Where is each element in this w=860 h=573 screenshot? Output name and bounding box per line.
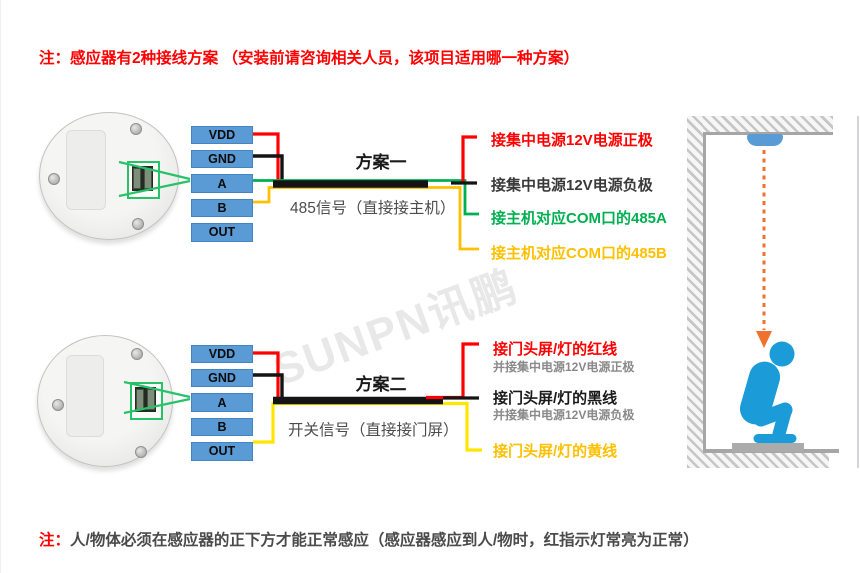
ceiling-inner-line (703, 132, 833, 135)
pin-gnd: GND (191, 149, 253, 169)
screw-icon (132, 218, 144, 230)
scheme2-wire-label-yellow: 接门头屏/灯的黄线 (493, 443, 618, 460)
wire-red-riser-1 (461, 135, 477, 182)
screw-icon (135, 446, 147, 458)
scheme1-title: 方案一 (355, 153, 407, 172)
sensor-recess (66, 130, 106, 210)
wire-red-riser-2 (426, 342, 479, 400)
connector-socket (135, 387, 156, 412)
wire-gnd-black-1 (253, 154, 284, 182)
pin-b: B (191, 417, 253, 437)
pin-a: A (191, 174, 253, 193)
pin-b: B (191, 198, 253, 218)
scheme2-wire-sublabel-black: 并接集中电源12V电源负极 (493, 408, 635, 422)
sensor-photo-1 (39, 112, 179, 240)
connector-highlight-box (127, 161, 160, 199)
scheme1-wire-label-485a: 接主机对应COM口的485A (491, 210, 667, 227)
scheme1-wire-label-485b: 接主机对应COM口的485B (491, 245, 667, 262)
top-note: 注：感应器有2种接线方案 （安装前请咨询相关人员，该项目适用哪一种方案） (39, 46, 579, 68)
pin-out: OUT (191, 223, 253, 242)
wire-vdd-red-1 (253, 132, 280, 180)
scheme1-cable-label: 485信号（直接接主机） (290, 200, 456, 217)
scheme1-wire-label-red: 接集中电源12V电源正极 (491, 132, 653, 149)
pin-header-1: VDD GND A B OUT (191, 125, 253, 242)
scheme2-wire-label-black: 接门头屏/灯的黑线 (493, 390, 618, 407)
top-note-prefix: 注： (39, 50, 71, 67)
pin-a: A (191, 393, 253, 412)
connector-socket (132, 166, 153, 191)
pin-header-2: VDD GND A B OUT (191, 344, 253, 461)
ceiling-hatch (687, 116, 833, 132)
bottom-note-text: 人/物体必须在感应器的正下方才能正常感应（感应器感应到人/物时，红指示灯常亮为正… (70, 532, 699, 549)
screw-icon (52, 399, 64, 411)
floor-inner-line (703, 449, 839, 453)
connector-highlight-box (130, 382, 163, 420)
left-wall-hatch (687, 116, 703, 468)
top-note-text: 感应器有2种接线方案 （安装前请咨询相关人员，该项目适用哪一种方案） (70, 50, 579, 67)
sensor-recess (66, 355, 104, 437)
screw-icon (130, 123, 142, 135)
bottom-note: 注：人/物体必须在感应器的正下方才能正常感应（感应器感应到人/物时，红指示灯常亮… (39, 528, 699, 550)
pin-out: OUT (191, 442, 253, 461)
pin-vdd: VDD (191, 344, 253, 364)
beam-arrowhead-icon (756, 331, 772, 348)
ceiling-sensor-icon (747, 134, 783, 146)
sensor-photo-2 (37, 335, 173, 467)
scheme2-wire-sublabel-red: 并接集中电源12V电源正极 (493, 360, 635, 374)
floor-hatch (687, 453, 829, 468)
scheme2-cable-label: 开关信号（直接接门屏） (288, 422, 459, 439)
wall-inner-line (703, 132, 706, 453)
scheme1-wire-label-black: 接集中电源12V电源负极 (491, 177, 653, 194)
scheme2-wire-label-red: 接门头屏/灯的红线 (493, 341, 618, 358)
person-figure (739, 341, 797, 443)
right-divider-line (857, 116, 859, 468)
screw-icon (48, 173, 60, 185)
screw-icon (131, 348, 143, 360)
scheme2-title: 方案二 (355, 375, 407, 394)
pin-vdd: VDD (191, 125, 253, 145)
pin-gnd: GND (191, 368, 253, 388)
bottom-note-prefix: 注： (39, 532, 71, 549)
